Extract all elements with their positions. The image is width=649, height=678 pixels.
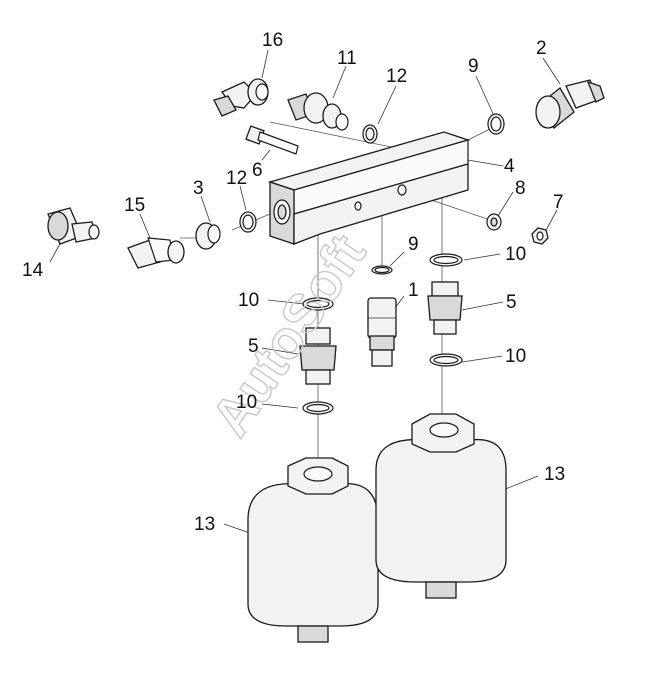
leader-lines [49,49,561,541]
callout-7: 7 [553,192,564,213]
washer-and-nut [486,213,549,245]
hex-fitting-right [427,281,463,335]
callout-8: 8 [515,178,526,199]
elbow-fitting [213,78,269,117]
accumulator-right [375,413,507,599]
callout-5-left: 5 [248,336,259,357]
callout-5-right: 5 [506,292,517,313]
left-fitting-chain [47,207,257,269]
callout-10-upper-left: 10 [238,290,259,311]
callout-3: 3 [193,178,204,199]
watermark-text: AutoSoft [200,224,377,447]
o-rings [302,253,463,415]
callout-14: 14 [22,260,44,281]
callout-4: 4 [504,156,515,177]
callout-10-lower-left: 10 [236,392,257,413]
callout-12-left: 12 [226,168,247,189]
bolt [245,125,299,155]
callout-15: 15 [124,195,145,216]
adapter-fitting [287,92,349,131]
callout-10-upper-right: 10 [505,244,526,265]
pressure-switch [367,297,397,367]
callout-labels: 16 11 12 9 2 6 4 3 12 8 7 15 14 9 10 1 1… [22,30,565,535]
callout-9-top: 9 [468,56,479,77]
callout-13-left: 13 [194,514,215,535]
callout-1: 1 [408,280,419,301]
callout-10-lower-right: 10 [505,346,526,367]
seal-rings-top [362,113,505,144]
callout-11: 11 [337,48,357,69]
callout-12-top: 12 [386,66,407,87]
manifold-block [267,131,471,245]
accumulator-left [247,457,379,643]
callout-16: 16 [262,30,283,51]
hex-fitting-left [299,327,337,385]
callout-6: 6 [252,160,263,181]
callout-13-right: 13 [544,464,565,485]
pressure-sensor-2 [535,79,605,129]
callout-9-mid: 9 [408,234,419,255]
callout-2: 2 [536,38,547,59]
